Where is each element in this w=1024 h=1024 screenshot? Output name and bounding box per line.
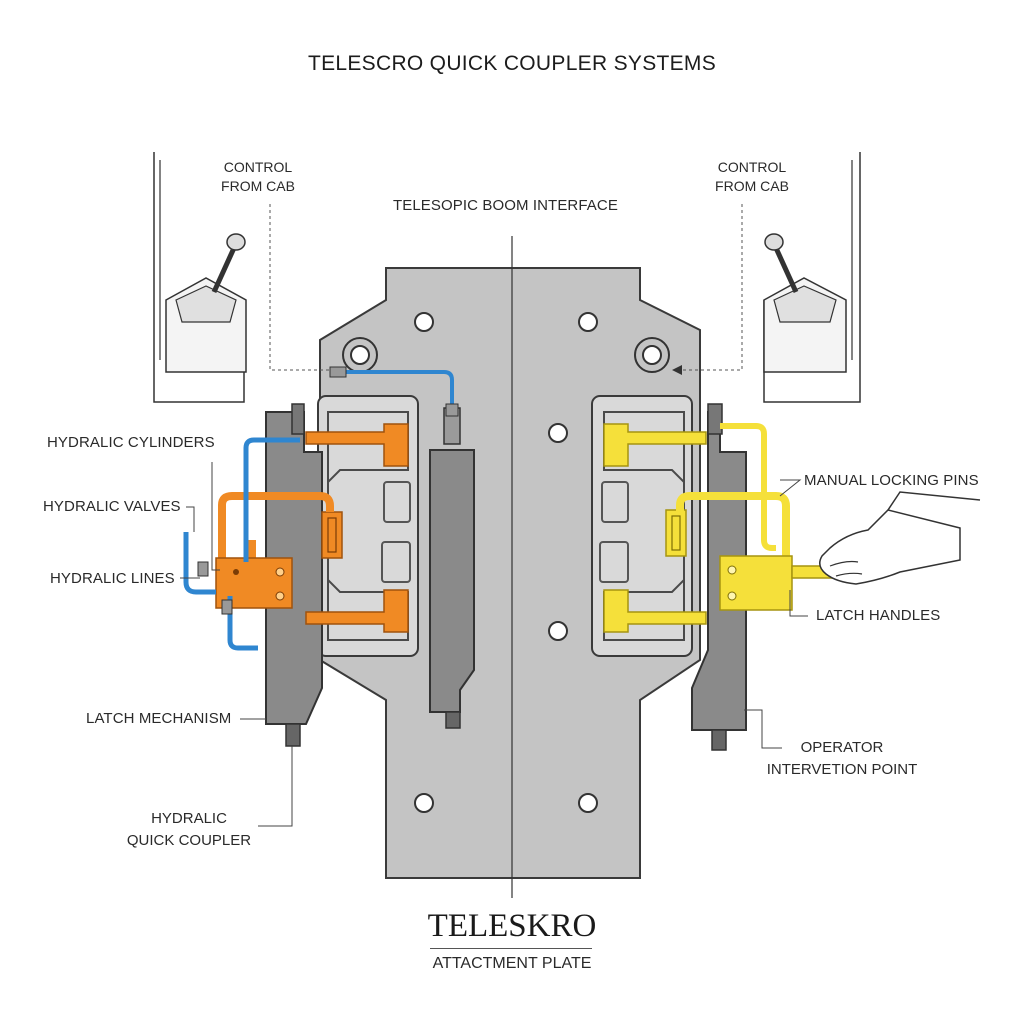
yellow-latch-upper [603,423,707,467]
right-clip-lower [599,541,629,583]
yellow-handle-block [719,555,793,611]
fitting [221,599,233,615]
blue-line-boom [342,370,454,412]
orange-pipe [218,492,334,560]
hydraulic-lines-label: HYDRALIC LINES [50,570,175,587]
left-rail-cap [291,403,305,435]
leader-pins [779,479,802,497]
leader-handles [789,590,808,617]
blue-line-top [243,437,300,562]
control-label-left-line2: FROM CAB [221,178,295,194]
joystick-knob-left-icon [226,233,246,251]
left-bolt [285,723,301,747]
left-clip-lower [381,541,411,583]
joystick-knob-right-icon [764,233,784,251]
blue-line-valve [183,532,216,595]
leader-operator [744,709,782,749]
hydraulic-cylinders-label: HYDRALIC CYLINDERS [47,434,215,451]
control-label-left-line1: CONTROL [223,159,293,175]
hole [548,423,568,443]
joystick-stick-right [773,246,799,294]
control-link-left [269,204,330,371]
yellow-pin-slot [671,515,681,551]
operator-intervention-line2: INTERVETION POINT [766,761,918,778]
hydraulic-valves-label: HYDRALIC VALVES [43,498,181,515]
finger-lines [829,560,863,577]
leader-cylinders [211,462,220,571]
joystick-stick-left [211,246,237,294]
hole [578,312,598,332]
right-inner-frame [603,411,685,641]
leader-coupler [258,746,293,827]
blue-line-lower [227,596,258,651]
right-bolt [711,729,727,751]
center-cylinder [429,449,475,713]
yellow-top-pipe [720,423,776,551]
control-label-right: CONTROL FROM CAB [706,158,798,196]
orange-latch-pin [321,511,343,559]
center-bolt [445,711,461,729]
orange-latch-upper [305,423,409,467]
left-clip [383,481,411,523]
boom-interface-label: TELESOPIC BOOM INTERFACE [393,197,618,214]
yellow-latch-lower [603,589,707,633]
operator-sleeve [887,491,981,511]
quick-coupler-label-line1: HYDRALIC [151,810,227,827]
fitting [197,561,209,577]
brand-name: TELESKRO [427,908,597,944]
arrow-left-icon [672,365,682,375]
fitting [445,403,459,417]
brand-subtitle: ATTACTMENT PLATE [432,955,592,972]
manual-locking-pins-label: MANUAL LOCKING PINS [804,472,979,489]
hole [578,793,598,813]
hole [642,345,662,365]
yellow-pipe [676,492,790,560]
joystick-boot-right [773,285,837,323]
right-rail-cap [707,403,723,435]
operator-intervention-label: OPERATOR INTERVETION POINT [762,737,922,781]
control-label-left: CONTROL FROM CAB [212,158,304,196]
page-title: TELESCRO QUICK COUPLER SYSTEMS [307,52,717,75]
fitting [329,366,347,378]
latch-mechanism-label: LATCH MECHANISM [86,710,232,727]
joystick-boot-left [175,285,237,323]
hole [414,312,434,332]
brand-divider [430,948,592,949]
hole [548,621,568,641]
hole [350,345,370,365]
orange-pin-slot [327,517,337,553]
quick-coupler-label: HYDRALIC QUICK COUPLER [126,808,252,852]
leader-valves [186,506,195,532]
right-clip [601,481,629,523]
latch-handles-label: LATCH HANDLES [816,607,941,624]
yellow-latch-pin [665,509,687,557]
control-label-right-line1: CONTROL [717,159,787,175]
hole [414,793,434,813]
control-link-right [680,204,743,371]
control-label-right-line2: FROM CAB [715,178,789,194]
operator-intervention-line1: OPERATOR [800,739,884,756]
orange-latch-lower [305,589,409,633]
operator-hand [819,509,961,585]
quick-coupler-label-line2: QUICK COUPLER [126,832,252,849]
